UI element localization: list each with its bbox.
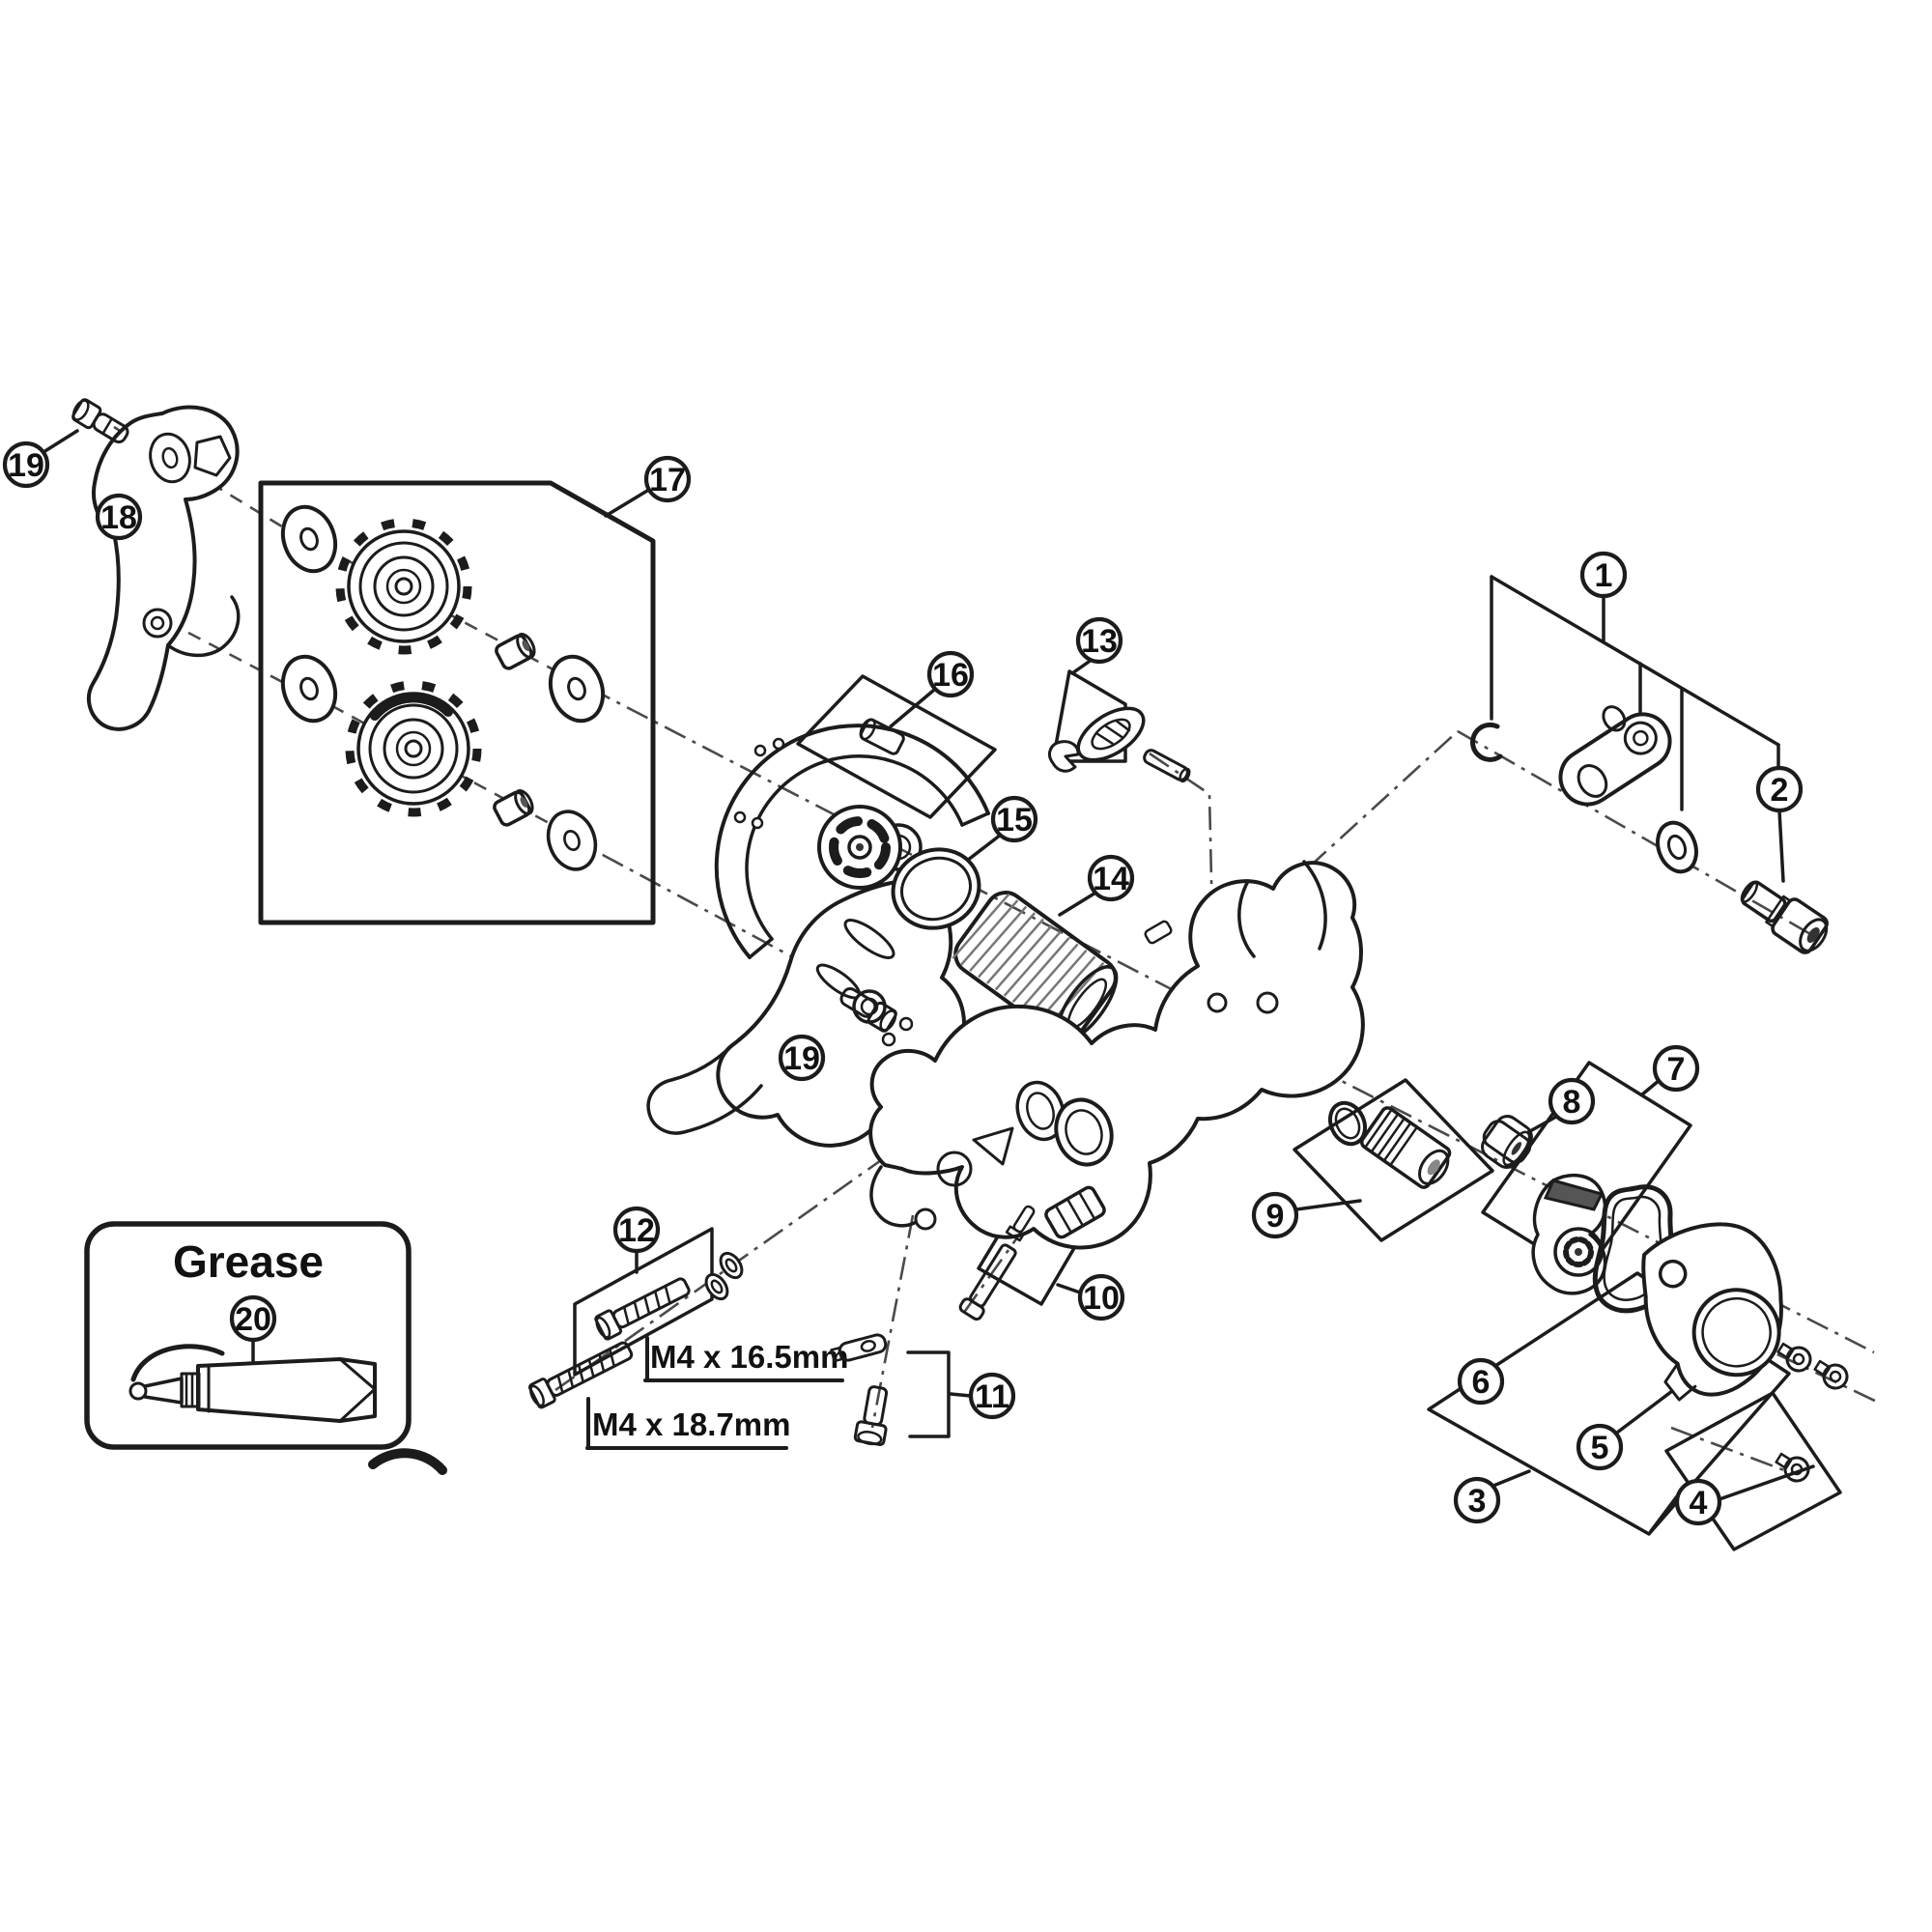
callout-10: 10 [1077,1273,1125,1321]
svg-text:16: 16 [932,657,969,694]
washer [546,810,598,871]
callout-8: 8 [1548,1077,1596,1125]
group-box-11 [906,1350,951,1438]
keyed-washer [830,1333,888,1363]
svg-text:5: 5 [1591,1430,1609,1466]
grease-tube [128,1344,377,1423]
callout-20: 20 [229,1294,277,1343]
cable-adjust-group-9 [1328,1100,1452,1189]
svg-text:12: 12 [618,1212,655,1249]
svg-text:18: 18 [100,499,137,536]
tension-spring-14 [952,891,1119,1042]
callout-9: 9 [1251,1191,1299,1239]
callout-19-lower: 19 [778,1034,826,1082]
gasket-6 [1592,1184,1675,1314]
callout-11: 11 [968,1372,1016,1420]
callout-1: 1 [1579,551,1628,599]
guide-plate [1076,706,1146,762]
svg-text:1: 1 [1595,557,1613,594]
bolt-m4x18.7 [527,1341,634,1409]
mounting-bolts-12 [527,1251,744,1409]
svg-text:13: 13 [1081,623,1118,660]
svg-text:20: 20 [235,1301,271,1338]
group-box-17 [258,480,656,925]
callout-2: 2 [1755,765,1804,813]
bolt-spec-upper-label: M4 x 16.5mm [650,1339,848,1375]
svg-text:3: 3 [1468,1483,1487,1520]
cable-fixing-bolt-8 [1481,1115,1533,1169]
cage-axle-bushing-16 [859,718,905,755]
bolt-m4x16.5 [594,1277,691,1341]
washer [280,654,338,724]
cable-guide-13 [1048,706,1191,783]
group-box-3 [1427,1271,1791,1536]
svg-text:17: 17 [649,462,686,498]
callout-5: 5 [1576,1423,1624,1471]
washer [1656,820,1698,874]
svg-text:10: 10 [1083,1280,1120,1317]
bolt-spec-lower-label: M4 x 18.7mm [592,1406,790,1442]
callout-18: 18 [95,493,143,541]
svg-text:19: 19 [8,447,44,484]
link-piece [704,1251,744,1301]
svg-text:4: 4 [1690,1485,1708,1521]
callouts: 1 2 3 4 5 6 7 8 9 10 11 12 13 14 15 16 1… [2,440,1804,1526]
guide-pin [1143,749,1191,783]
switch-cover-5 [1641,1222,1783,1402]
upper-jockey-pulley [335,518,472,655]
adjust-bolt-11 [830,1333,889,1446]
derailleur-body [868,860,1365,1250]
callout-3: 3 [1453,1476,1501,1524]
callout-12: 12 [612,1206,661,1254]
grease-label: Grease [173,1236,324,1287]
svg-text:15: 15 [996,802,1033,838]
body-tab [1044,1185,1106,1239]
grease-panel: Grease [84,1221,412,1450]
adjust-barrel [1359,1106,1452,1189]
bracket-link-1 [1470,705,1698,874]
group-leader-1 [1490,575,1785,883]
cage-stopper-bolt-19-lower [839,986,897,1033]
svg-text:19: 19 [783,1040,820,1077]
bolt-spec-labels: M4 x 16.5mm M4 x 18.7mm [585,1336,848,1450]
callout-6: 6 [1457,1357,1505,1406]
bushing [495,632,536,670]
group-box-12 [573,1227,714,1377]
washer [548,654,606,724]
bushing [493,788,534,827]
callout-16: 16 [926,650,975,698]
svg-text:11: 11 [975,1378,1009,1415]
svg-text:2: 2 [1771,772,1789,809]
cage-stopper-bolt-19-upper [71,398,129,444]
callout-14: 14 [1087,854,1135,902]
lower-tension-pulley [345,680,482,1475]
b-axle-bolt-2 [1740,880,1829,954]
svg-text:8: 8 [1563,1084,1581,1121]
callout-7: 7 [1652,1044,1700,1093]
pulley-assembly-17 [280,504,606,1475]
svg-text:6: 6 [1472,1364,1491,1401]
stopper-pin [1005,1205,1036,1242]
cover-screws-4 [1775,1342,1849,1483]
callout-15: 15 [990,795,1038,843]
callout-19-upper: 19 [2,440,50,489]
svg-text:9: 9 [1266,1198,1285,1235]
callout-13: 13 [1075,616,1123,665]
svg-text:14: 14 [1093,861,1129,897]
group-box-9 [1293,1078,1494,1242]
callout-17: 17 [643,455,692,503]
c-clip [1470,722,1503,762]
outer-cage-plate-16 [646,724,990,1148]
washer [280,504,338,574]
inner-cage-plate-18 [86,405,241,731]
cable-clip [1048,740,1080,773]
plate-bolt-10 [958,1205,1036,1321]
tension-spring-cover-15 [817,805,981,930]
svg-text:7: 7 [1667,1051,1686,1088]
callout-4: 4 [1674,1478,1722,1526]
group-box-16 [796,674,997,819]
b-tension-lever-7 [1531,1173,1607,1295]
group-box-13 [1051,669,1127,763]
